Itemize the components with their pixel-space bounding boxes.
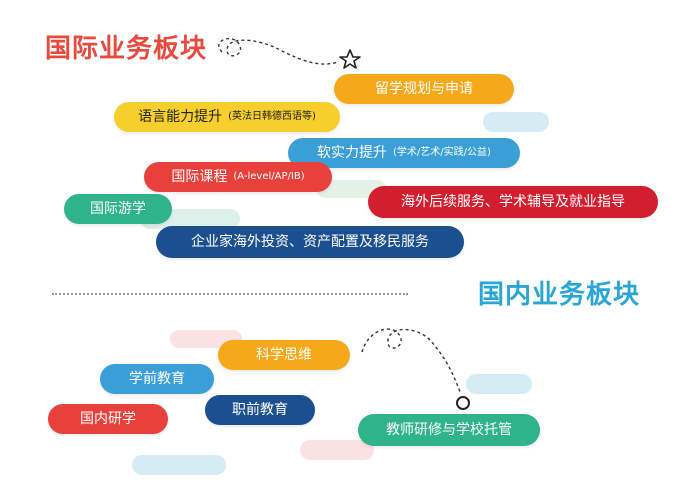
circle-marker-icon	[456, 396, 470, 410]
international-section-title: 国际业务板块	[45, 34, 208, 64]
pill-label: 教师研修与学校托管	[386, 422, 512, 438]
pill-language: 语言能力提升 (英法日韩德西语等)	[114, 102, 340, 132]
pill-sublabel: (学术/艺术/实践/公益)	[393, 147, 491, 158]
pill-label: 留学规划与申请	[375, 81, 473, 97]
pill-sublabel: (A-level/AP/IB)	[233, 171, 305, 182]
pill-label: 国际课程	[171, 169, 228, 185]
pill-intl-course: 国际课程 (A-level/AP/IB)	[144, 162, 332, 192]
pill-label: 国际游学	[90, 201, 146, 217]
pill-study-tour: 国际游学	[64, 194, 172, 224]
pill-after-service: 海外后续服务、学术辅导及就业指导	[368, 186, 658, 218]
pill-soft-skill: 软实力提升 (学术/艺术/实践/公益)	[288, 138, 520, 168]
decorative-bar	[483, 112, 549, 132]
pill-label: 学前教育	[129, 371, 185, 387]
decorative-bar	[132, 455, 226, 475]
pill-label: 软实力提升	[317, 145, 388, 161]
decorative-bar	[466, 374, 532, 394]
domestic-section-title: 国内业务板块	[478, 280, 641, 310]
pill-label: 企业家海外投资、资产配置及移民服务	[191, 234, 429, 250]
pill-label: 科学思维	[256, 347, 312, 363]
pill-preschool: 学前教育	[100, 364, 214, 394]
pill-teacher-training: 教师研修与学校托管	[358, 414, 540, 446]
decorative-bar	[300, 440, 374, 460]
pill-label: 语言能力提升	[138, 109, 223, 125]
pill-sci-thinking: 科学思维	[218, 340, 350, 370]
pill-investment: 企业家海外投资、资产配置及移民服务	[156, 226, 464, 258]
pill-sublabel: (英法日韩德西语等)	[228, 111, 316, 122]
pill-domestic-study: 国内研学	[48, 404, 168, 434]
pill-label: 海外后续服务、学术辅导及就业指导	[401, 194, 625, 210]
pill-label: 国内研学	[80, 411, 136, 427]
section-divider	[52, 293, 408, 295]
pill-vocational: 职前教育	[205, 395, 315, 425]
pill-label: 职前教育	[232, 402, 288, 418]
pill-study-abroad: 留学规划与申请	[334, 74, 514, 104]
star-icon	[339, 49, 361, 69]
decorative-bar	[316, 180, 386, 198]
